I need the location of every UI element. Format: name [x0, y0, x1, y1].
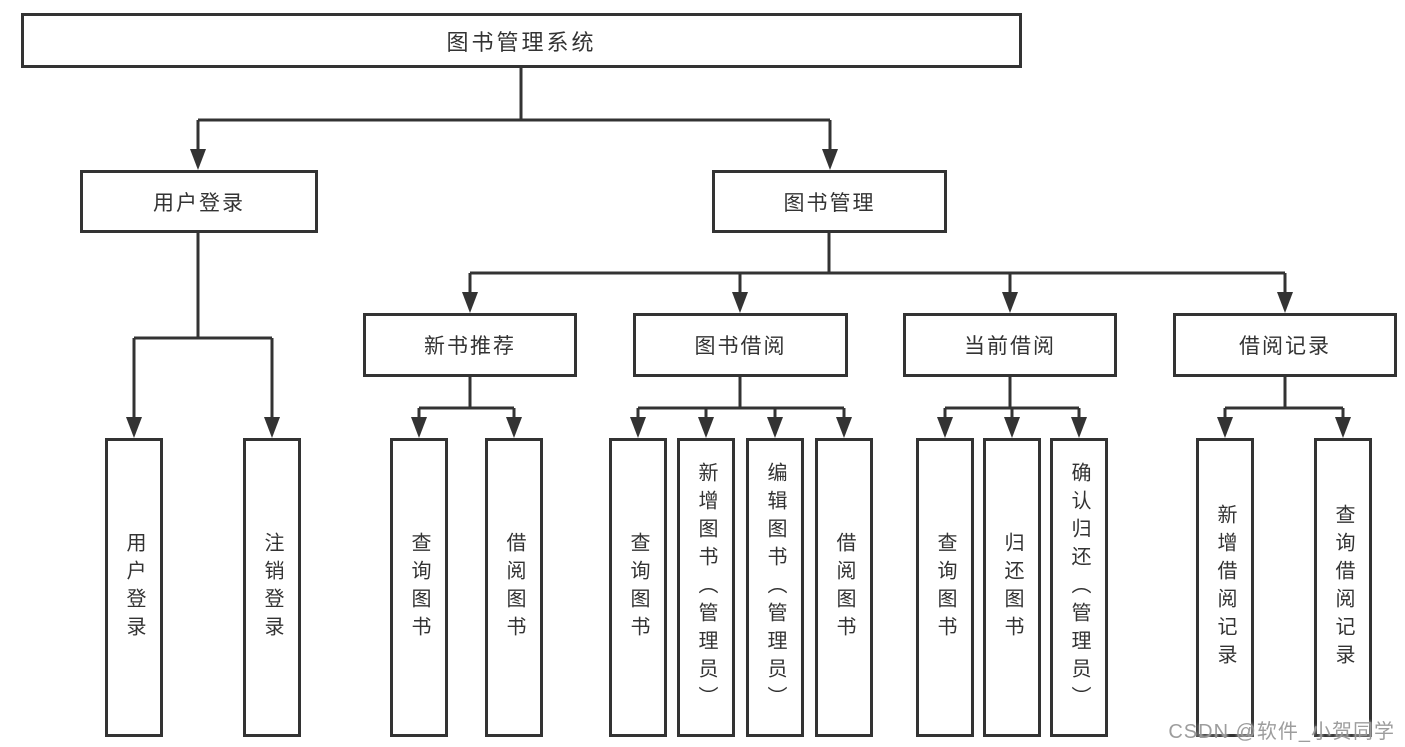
leaf-label: 查询图书 [934, 531, 956, 644]
leaf-label: 借阅图书 [833, 531, 855, 644]
leaf-label: 查询图书 [627, 531, 649, 644]
node-borrow-records: 借阅记录 [1173, 313, 1397, 377]
leaf-label: 确认归还（管理员） [1068, 461, 1090, 714]
leaf-edit-books-admin: 编辑图书（管理员） [746, 438, 804, 737]
node-label: 图书管理系统 [446, 29, 597, 55]
node-label: 图书管理 [783, 191, 876, 215]
leaf-label: 注销登录 [261, 531, 283, 644]
leaf-borrow-books-recommend: 借阅图书 [485, 438, 543, 737]
leaf-user-login: 用户登录 [105, 438, 163, 737]
node-label: 当前借阅 [964, 335, 1056, 358]
leaf-query-books-current: 查询图书 [916, 438, 974, 737]
leaf-add-borrow-record: 新增借阅记录 [1196, 438, 1254, 737]
leaf-label: 新增借阅记录 [1214, 503, 1236, 672]
node-label: 新书推荐 [424, 335, 516, 358]
leaf-confirm-return-admin: 确认归还（管理员） [1050, 438, 1108, 737]
node-user-login: 用户登录 [80, 170, 318, 233]
leaf-label: 查询图书 [408, 531, 430, 644]
leaf-label: 归还图书 [1001, 531, 1023, 644]
node-book-borrowing: 图书借阅 [633, 313, 848, 377]
leaf-label: 编辑图书（管理员） [764, 461, 786, 714]
node-new-book-recommend: 新书推荐 [363, 313, 577, 377]
leaf-query-books-borrow: 查询图书 [609, 438, 667, 737]
leaf-label: 查询借阅记录 [1332, 503, 1354, 672]
leaf-query-books-recommend: 查询图书 [390, 438, 448, 737]
watermark: CSDN @软件_小贺同学 [1168, 721, 1395, 743]
leaf-label: 新增图书（管理员） [695, 461, 717, 714]
node-current-borrowing: 当前借阅 [903, 313, 1117, 377]
leaf-borrow-books: 借阅图书 [815, 438, 873, 737]
leaf-query-borrow-record: 查询借阅记录 [1314, 438, 1372, 737]
leaf-return-books: 归还图书 [983, 438, 1041, 737]
leaf-label: 借阅图书 [503, 531, 525, 644]
leaf-label: 用户登录 [123, 531, 145, 644]
node-library-management-system: 图书管理系统 [21, 13, 1022, 68]
node-label: 图书借阅 [694, 335, 787, 358]
node-label: 借阅记录 [1239, 335, 1331, 358]
node-book-management: 图书管理 [712, 170, 947, 233]
node-label: 用户登录 [153, 191, 245, 215]
leaf-logout: 注销登录 [243, 438, 301, 737]
leaf-add-books-admin: 新增图书（管理员） [677, 438, 735, 737]
